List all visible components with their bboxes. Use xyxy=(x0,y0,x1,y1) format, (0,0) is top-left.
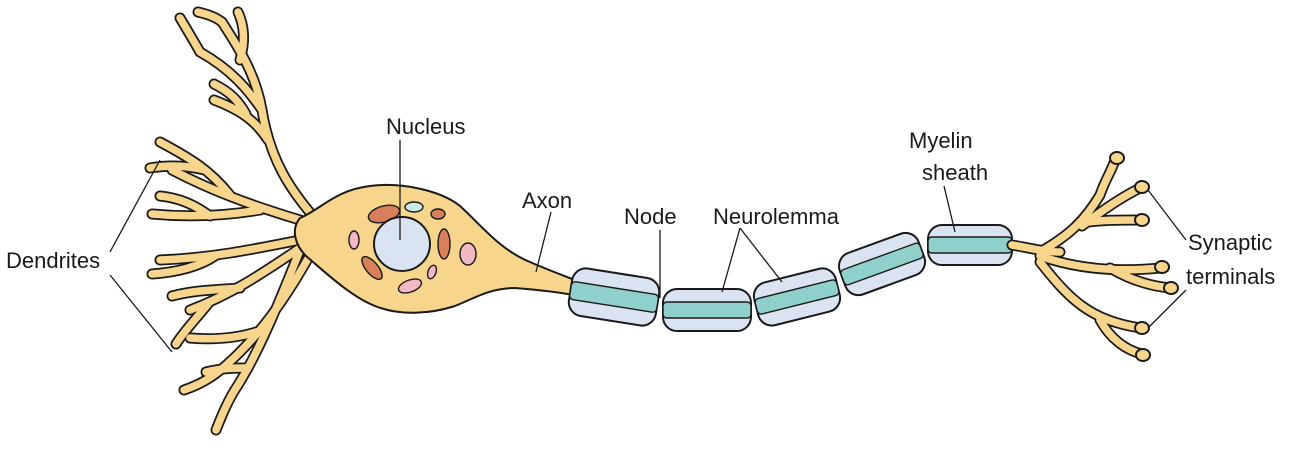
myelin-leader xyxy=(943,185,956,233)
dendrites-leader-bottom xyxy=(109,274,173,353)
cell-body xyxy=(293,184,581,314)
dendrite-branches xyxy=(144,6,324,436)
nucleus xyxy=(373,216,431,272)
axon-segment-1 xyxy=(567,267,661,327)
label-node: Node xyxy=(624,204,677,229)
synaptic-leader-top xyxy=(1147,189,1187,241)
axon-segment-5 xyxy=(927,224,1013,266)
axon-segment-3 xyxy=(752,267,842,327)
label-synaptic-line2: terminals xyxy=(1186,264,1275,289)
axon-terminal-branches xyxy=(1006,151,1179,362)
label-myelin-line2: sheath xyxy=(922,160,988,185)
synaptic-leader-bottom xyxy=(1147,289,1187,329)
label-synaptic-line1: Synaptic xyxy=(1188,230,1272,255)
label-dendrites: Dendrites xyxy=(6,248,100,273)
label-nucleus: Nucleus xyxy=(386,114,465,139)
axon-segment-4 xyxy=(837,231,927,297)
dendrites-leader-top xyxy=(109,159,161,253)
label-axon: Axon xyxy=(522,188,572,213)
label-neurolemma: Neurolemma xyxy=(713,204,840,229)
axon-leader xyxy=(535,211,552,273)
axon-segment-2 xyxy=(662,288,752,332)
neurolemma-leader-right xyxy=(739,227,783,283)
label-myelin-line1: Myelin xyxy=(909,128,973,153)
neurolemma-leader-left xyxy=(721,227,741,293)
leader-lines xyxy=(109,140,1187,353)
terminal-buttons xyxy=(1109,151,1179,362)
